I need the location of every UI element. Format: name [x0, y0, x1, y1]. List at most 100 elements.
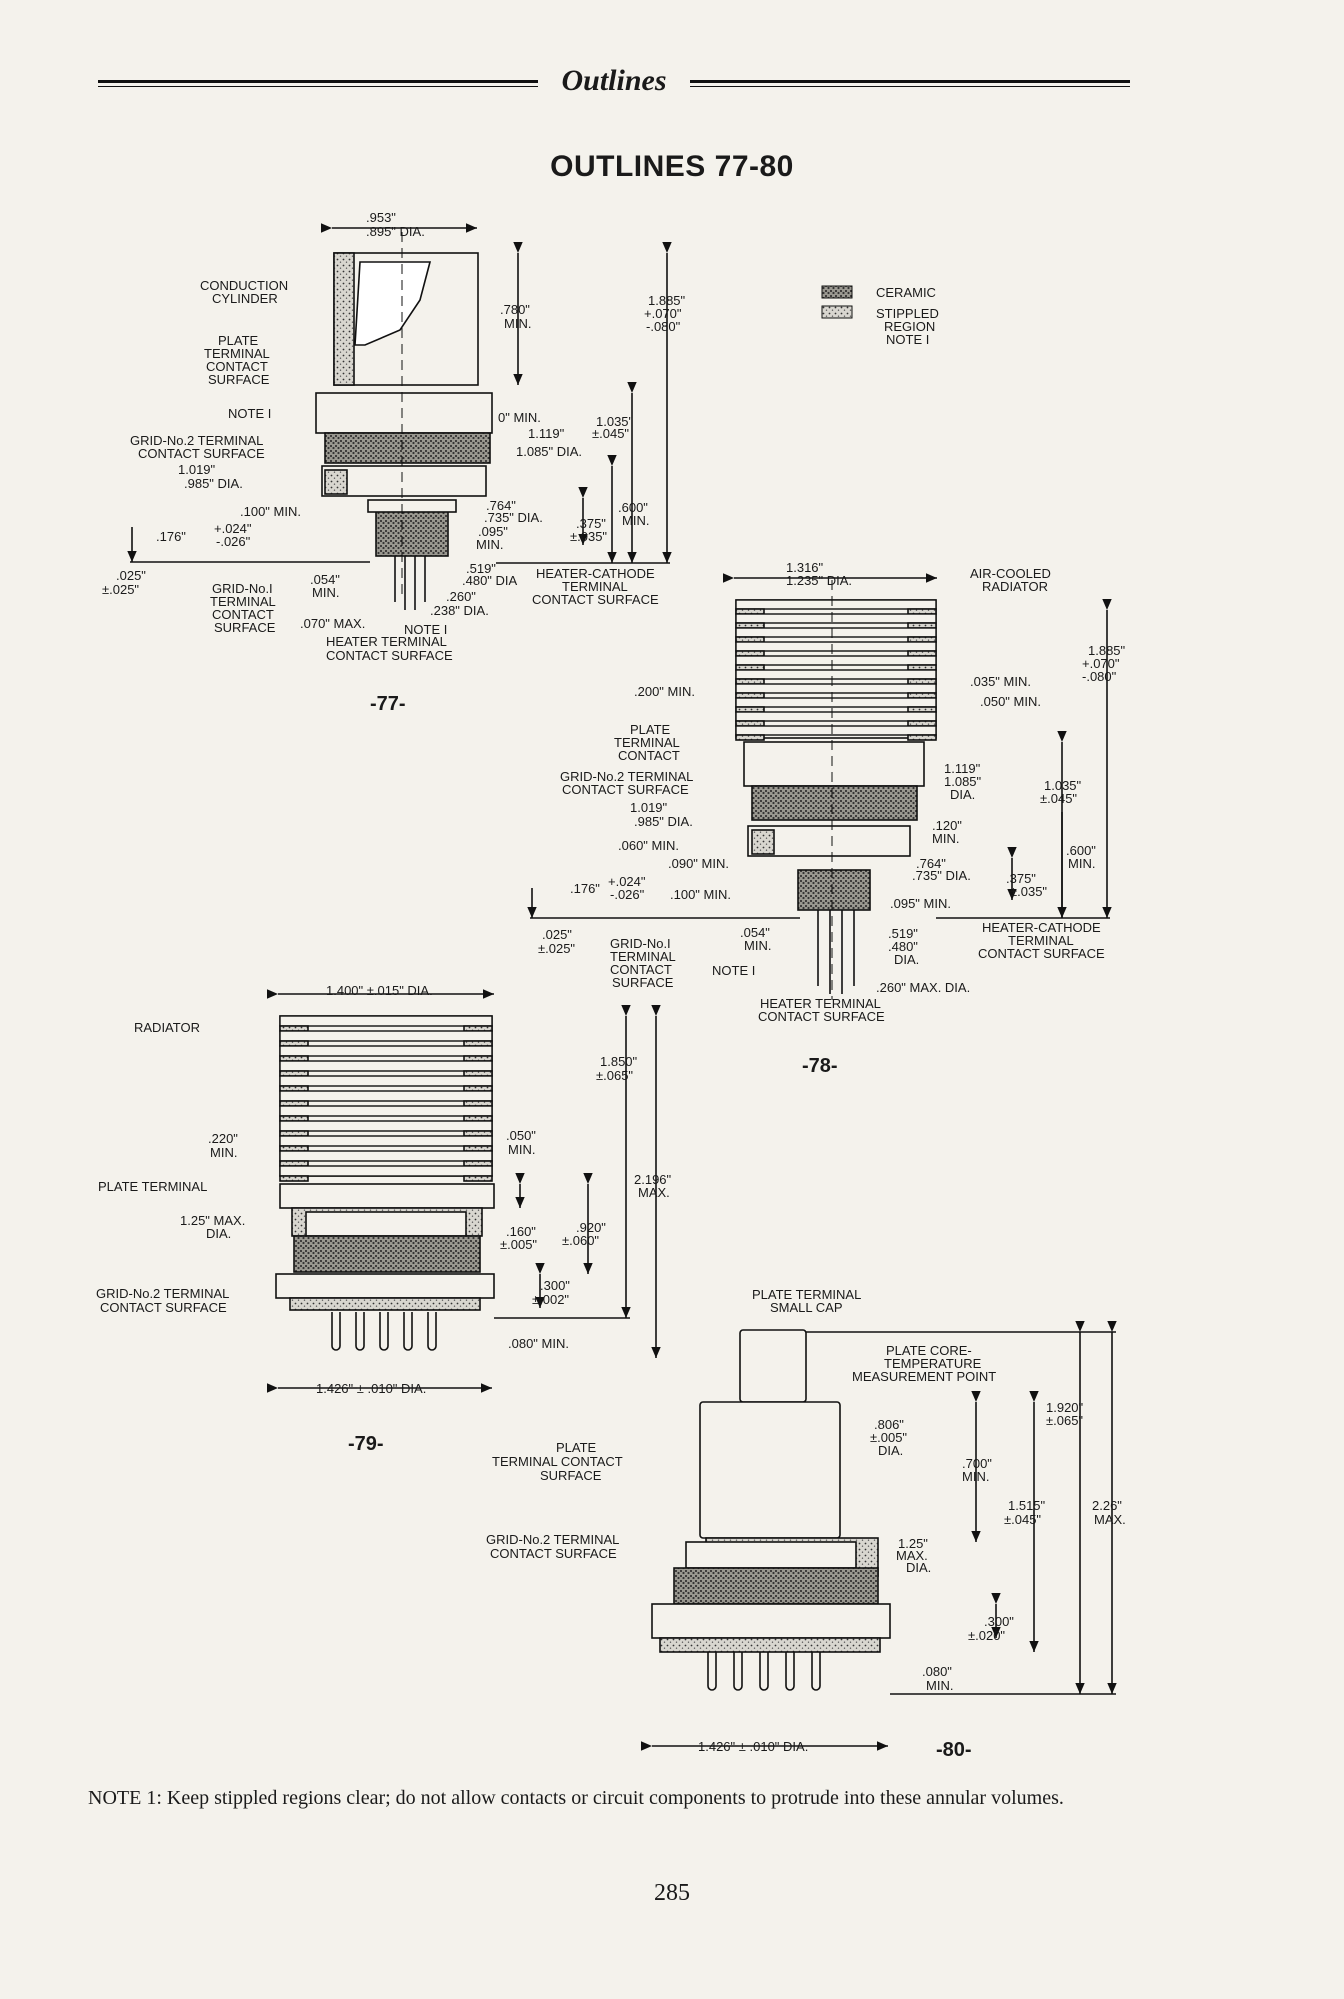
label: TERMINAL: [562, 579, 628, 594]
fin-gap-stipple: [463, 1130, 493, 1137]
label: 1.25" MAX.: [180, 1213, 245, 1228]
label: REGION: [884, 319, 935, 334]
label: CONTACT SURFACE: [978, 946, 1105, 961]
label: ±.065": [596, 1068, 633, 1083]
fin-gap-stipple: [735, 664, 765, 671]
label: .519": [888, 926, 918, 941]
fin-gap-stipple: [463, 1040, 493, 1047]
label: .806": [874, 1417, 904, 1432]
label: HEATER TERMINAL: [326, 634, 447, 649]
label: ±.002": [532, 1292, 569, 1307]
fin-gap-stipple: [735, 734, 765, 741]
radiator-fin: [279, 1075, 493, 1087]
fin-gap-stipple: [907, 636, 937, 643]
label: CONTACT SURFACE: [562, 782, 689, 797]
label: CYLINDER: [212, 291, 278, 306]
radiator-fin: [279, 1030, 493, 1042]
label: .260" MAX. DIA.: [876, 980, 970, 995]
label: PLATE: [630, 722, 671, 737]
label: .519": [466, 561, 496, 576]
legend: CERAMIC STIPPLED REGION NOTE I: [821, 285, 939, 347]
label: 1.885": [648, 293, 686, 308]
label: +.070": [1082, 656, 1120, 671]
label: ±.035": [1010, 884, 1047, 899]
page-title: OUTLINES 77-80: [550, 150, 794, 183]
grid2-ring: [275, 1273, 495, 1299]
label: SMALL CAP: [770, 1300, 843, 1315]
outline-78: [527, 573, 1112, 1000]
label: HEATER-CATHODE: [536, 566, 655, 581]
label: RADIATOR: [982, 579, 1048, 594]
label: .300": [540, 1278, 570, 1293]
figure-number-77: -77-: [370, 693, 406, 715]
label: 1.850": [600, 1054, 638, 1069]
label: ±.005": [870, 1430, 907, 1445]
label: ±.005": [500, 1237, 537, 1252]
fin-gap-stipple: [279, 1130, 309, 1137]
grid2-ring: [321, 465, 487, 497]
legend-stippled-label: STIPPLED: [876, 306, 939, 321]
label: 1.035": [1044, 778, 1082, 793]
footnote: NOTE 1: Keep stippled regions clear; do …: [88, 1787, 1064, 1809]
radiator-fin: [279, 1150, 493, 1162]
label: .953": [366, 210, 396, 225]
label: TERMINAL: [210, 594, 276, 609]
label: TERMINAL: [610, 949, 676, 964]
page-number: 285: [654, 1880, 690, 1906]
label: .100" MIN.: [240, 504, 301, 519]
label: .054": [740, 925, 770, 940]
fin-gap-stipple: [735, 692, 765, 699]
label: ±.045": [592, 426, 629, 441]
fin-gap-stipple: [279, 1100, 309, 1107]
radiator-fins-79: [279, 1015, 493, 1182]
label: .735" DIA.: [912, 868, 971, 883]
label: 1.426" ± .010" DIA.: [698, 1739, 808, 1754]
fin-gap-stipple: [907, 678, 937, 685]
fin-gap-stipple: [463, 1025, 493, 1032]
label: .260": [446, 589, 476, 604]
grid2-ring: [651, 1603, 891, 1639]
label: .480" DIA: [462, 573, 518, 588]
radiator-fin: [279, 1060, 493, 1072]
label: CONTACT SURFACE: [532, 592, 659, 607]
ceramic-ring: [751, 785, 918, 821]
label: .025": [542, 927, 572, 942]
label: -.080": [646, 319, 681, 334]
label: MAX.: [1094, 1512, 1126, 1527]
label: 1.085" DIA.: [516, 444, 582, 459]
ceramic-ring: [324, 432, 491, 464]
ceramic-ring: [293, 1235, 481, 1273]
radiator-fins: [735, 599, 937, 741]
label: 1.25": [898, 1536, 928, 1551]
label: .060" MIN.: [618, 838, 679, 853]
fin-gap-stipple: [279, 1070, 309, 1077]
label: 1.085": [944, 774, 982, 789]
label: ±.065": [1046, 1413, 1083, 1428]
label: TEMPERATURE: [884, 1356, 982, 1371]
label: .200" MIN.: [634, 684, 695, 699]
pins: [707, 1652, 821, 1691]
radiator-fin: [279, 1015, 493, 1027]
label: SURFACE: [208, 372, 270, 387]
fin-gap-stipple: [735, 608, 765, 615]
label: MIN.: [962, 1469, 989, 1484]
label: SURFACE: [612, 975, 674, 990]
label: MEASUREMENT POINT: [852, 1369, 996, 1384]
label: .095": [478, 524, 508, 539]
label: MIN.: [476, 537, 503, 552]
label: .238" DIA.: [430, 603, 489, 618]
fin-gap-stipple: [279, 1145, 309, 1152]
label: 1.119": [528, 426, 565, 441]
label: .895" DIA.: [366, 224, 425, 239]
label: CONTACT: [618, 748, 680, 763]
label: .920": [576, 1220, 606, 1235]
label: PLATE: [556, 1440, 597, 1455]
header-rule-right: [690, 80, 1130, 87]
label: .985" DIA.: [184, 476, 243, 491]
fin-gap-stipple: [735, 706, 765, 713]
label: .780": [500, 302, 530, 317]
cathode-insert: [375, 509, 449, 557]
radiator-fin: [735, 669, 937, 680]
outline-80: [640, 1320, 1117, 1751]
